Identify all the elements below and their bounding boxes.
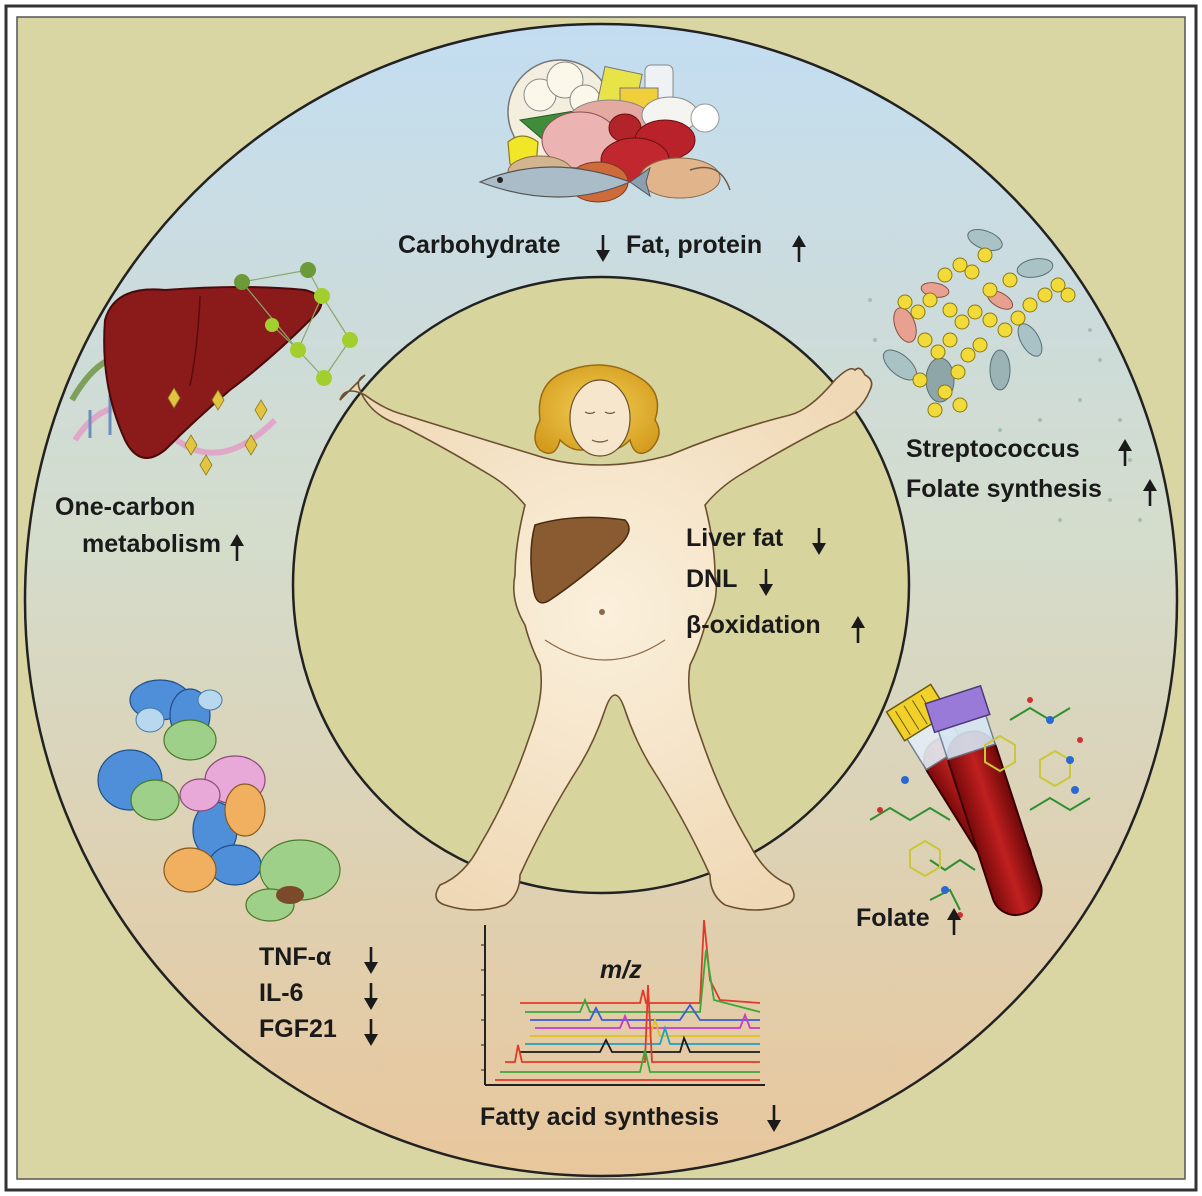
food-illustration — [478, 59, 731, 203]
folate-label: Folate — [856, 904, 930, 932]
liver-illustration — [69, 262, 358, 476]
one-carbon-metabolism-up-arrow-icon — [230, 534, 244, 561]
carbohydrate-down-arrow-icon — [596, 235, 610, 262]
human-figure-illustration — [339, 364, 873, 911]
metabolism-label: metabolism — [82, 530, 221, 558]
dnl-label: DNL — [686, 565, 737, 593]
dnl-down-arrow-icon — [759, 569, 773, 596]
mass-spectrum-illustration — [481, 919, 765, 1086]
fat-protein-label: Fat, protein — [626, 231, 762, 259]
fgf21-down-arrow-icon — [364, 1019, 378, 1046]
blood-tube-illustration — [869, 683, 1091, 918]
il6-down-arrow-icon — [364, 983, 378, 1010]
beta-oxidation-up-arrow-icon — [851, 616, 865, 643]
il6-label: IL-6 — [259, 979, 303, 1007]
folate-synthesis-up-arrow-icon — [1143, 479, 1157, 506]
mz-axis-label: m/z — [600, 956, 642, 984]
liver-fat-label: Liver fat — [686, 524, 784, 552]
folate-synthesis-label: Folate synthesis — [906, 475, 1102, 503]
carbohydrate-label: Carbohydrate — [398, 231, 561, 259]
beta-oxidation-label: β-oxidation — [686, 611, 821, 639]
folate-up-arrow-icon — [947, 908, 961, 935]
tnf-alpha-down-arrow-icon — [364, 947, 378, 974]
fatty-acid-synthesis-label: Fatty acid synthesis — [480, 1103, 719, 1131]
cytokine-protein-illustration — [97, 679, 341, 922]
streptococcus-up-arrow-icon — [1118, 439, 1132, 466]
fat-protein-up-arrow-icon — [792, 235, 806, 262]
one-carbon-label: One-carbon — [55, 493, 195, 521]
bacteria-illustration — [868, 229, 1142, 522]
fgf21-label: FGF21 — [259, 1015, 337, 1043]
tnf-alpha-label: TNF-α — [259, 943, 332, 971]
liver-fat-down-arrow-icon — [812, 528, 826, 555]
streptococcus-label: Streptococcus — [906, 435, 1080, 463]
fatty-acid-synthesis-down-arrow-icon — [767, 1105, 781, 1132]
